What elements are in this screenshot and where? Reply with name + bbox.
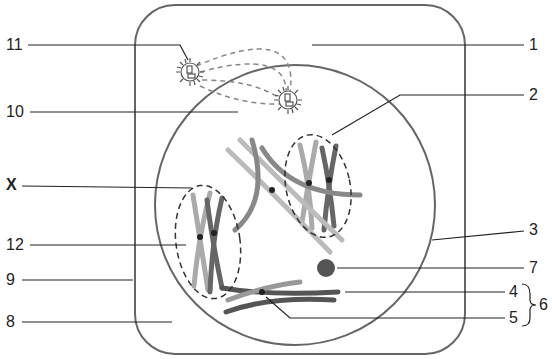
callout-number: 11 xyxy=(5,36,24,54)
callout-number: 2 xyxy=(528,86,539,104)
callout-number: 10 xyxy=(5,103,25,121)
callout-number: 3 xyxy=(528,221,539,239)
callout-number: 1 xyxy=(528,36,539,54)
callout-number: 9 xyxy=(5,271,16,289)
callout-number: 7 xyxy=(528,259,539,277)
cell-membrane xyxy=(135,5,465,354)
callout-number: 6 xyxy=(538,296,549,314)
nuclear-envelope xyxy=(155,65,435,345)
bivalent-outline xyxy=(168,181,247,303)
bivalent-outline xyxy=(276,128,360,243)
nucleolus xyxy=(317,259,335,277)
centrosome xyxy=(176,58,302,114)
centromeres xyxy=(197,177,332,295)
callout-number: 4 xyxy=(508,283,519,301)
callout-number: 8 xyxy=(5,313,16,331)
callout-number: 5 xyxy=(508,309,519,327)
callout-number: X xyxy=(5,176,18,194)
callout-number: 12 xyxy=(5,236,25,254)
leader-lines xyxy=(22,45,536,326)
chromosomes xyxy=(193,140,360,312)
